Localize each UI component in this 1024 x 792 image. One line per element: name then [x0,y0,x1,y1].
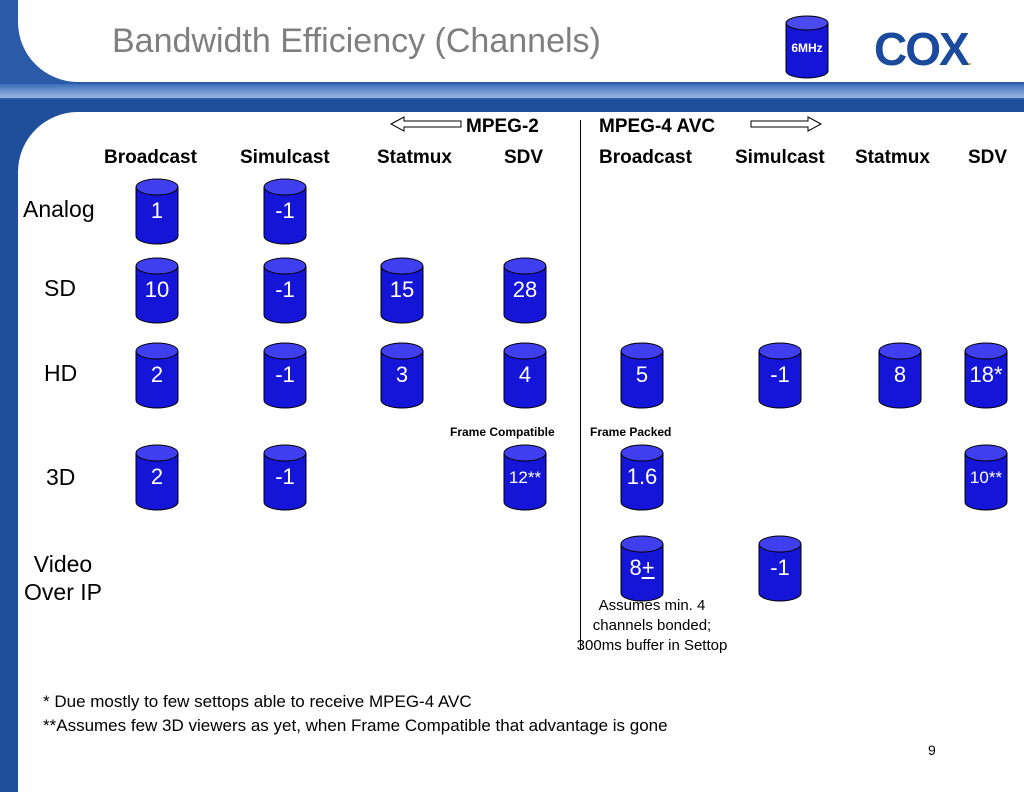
cell-sd-statmux: 15 [379,257,425,325]
note-line-1: Assumes min. 4 [598,597,706,614]
footnote-1: * Due mostly to few settops able to rece… [43,692,472,711]
cell-analog-broadcast: 1 [134,178,180,246]
logo-cylinder-icon: 6MHz [784,15,830,79]
col-header-sdv-mpeg4: SDV [968,147,1008,168]
header-stripe [0,84,1024,98]
row-label-video-over-ip: Video Over IP [18,550,108,606]
col-header-sdv-mpeg2: SDV [504,147,544,168]
ip-broadcast-value: 8 [629,555,642,580]
cell-analog-simulcast: -1 [262,178,308,246]
left-arrow-icon [390,116,462,132]
title-panel [18,0,1024,82]
ip-broadcast-plus-minus: + [641,555,655,580]
cell-hd-broadcast-mpeg4: 5 [619,342,665,410]
cell-3d-sdv-mpeg2: 12** [502,444,548,512]
cell-hd-simulcast-mpeg2: -1 [262,342,308,410]
cell-hd-statmux-mpeg2: 3 [379,342,425,410]
assumption-note: Assumes min. 4 channels bonded; 300ms bu… [552,596,752,656]
footnote-2: **Assumes few 3D viewers as yet, when Fr… [43,716,668,735]
cox-logo: COX. [874,22,972,76]
cell-ip-broadcast: 8+ [619,535,665,603]
cell-hd-statmux-mpeg4: 8 [877,342,923,410]
codec-mpeg4: MPEG-4 AVC [599,116,716,137]
row-label-over-ip: Over IP [24,579,102,605]
cell-3d-sdv-mpeg4: 10** [963,444,1009,512]
cox-logo-text: COX [874,23,970,75]
col-header-broadcast-mpeg2: Broadcast [104,147,197,168]
row-label-hd: HD [44,360,78,386]
note-line-3: 300ms buffer in Settop [576,637,728,654]
cell-sd-sdv: 28 [502,257,548,325]
row-label-video: Video [33,551,93,577]
slide-title: Bandwidth Efficiency (Channels) [112,22,601,60]
logo-cylinder-label: 6MHz [791,41,823,55]
row-label-sd: SD [44,275,76,301]
cell-3d-broadcast: 2 [134,444,180,512]
col-header-statmux-mpeg2: Statmux [377,147,452,168]
cell-sd-broadcast: 10 [134,257,180,325]
col-header-statmux-mpeg4: Statmux [855,147,930,168]
cell-3d-broadcast-mpeg4: 1.6 [619,444,665,512]
col-header-simulcast-mpeg2: Simulcast [240,147,330,168]
page-number: 9 [928,742,936,758]
note-line-2: channels bonded; [592,617,712,634]
row-label-3d: 3D [46,464,76,490]
cell-hd-broadcast-mpeg2: 2 [134,342,180,410]
cell-hd-sdv-mpeg4: 18* [963,342,1009,410]
cell-ip-simulcast: -1 [757,535,803,603]
cell-hd-sdv-mpeg2: 4 [502,342,548,410]
cell-hd-simulcast-mpeg4: -1 [757,342,803,410]
cell-sd-simulcast: -1 [262,257,308,325]
col-header-broadcast-mpeg4: Broadcast [599,147,692,168]
codec-divider [580,120,581,650]
codec-mpeg2: MPEG-2 [466,116,539,137]
right-arrow-icon [750,116,822,132]
col-header-simulcast-mpeg4: Simulcast [735,147,825,168]
cell-3d-simulcast: -1 [262,444,308,512]
sublabel-frame-packed: Frame Packed [590,425,672,439]
sublabel-frame-compatible: Frame Compatible [450,425,555,439]
cox-logo-mark: . [967,52,972,68]
row-label-analog: Analog [23,196,95,222]
